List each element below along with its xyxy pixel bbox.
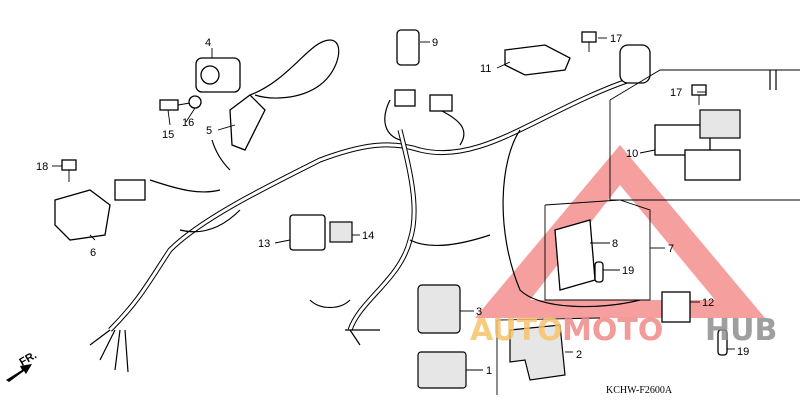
relay-socket-14 [329,221,353,243]
starter-relay [619,44,651,84]
part-label-5: 5 [206,125,212,137]
part-label-17: 17 [670,87,682,99]
unit-3 [417,284,461,334]
bolt-17a [581,31,597,52]
part-label-18: 18 [36,161,48,173]
group-bracket-2 [496,317,601,395]
part-label-11: 11 [480,63,491,75]
bolt-18 [61,159,77,182]
part-label-19: 19 [737,346,749,358]
fuse-box-8 [554,219,596,291]
direction-label: FR. [18,349,39,368]
watermark-text-auto: AUTO [470,313,563,348]
group-bracket-10 [609,69,800,201]
part-label-3: 3 [476,306,482,318]
part-label-19: 19 [622,265,634,277]
relay-box-10 [654,109,741,181]
part-label-14: 14 [362,230,374,242]
part-label-15: 15 [162,129,174,141]
watermark-text-moto: MOTO [562,313,663,348]
regulator-rectifier [54,189,111,241]
ignition-coil [195,57,241,93]
connector-regulator [114,179,146,201]
main-wire-harness [89,39,777,373]
watermark-triangle-icon [475,145,765,318]
cover-2 [509,324,566,381]
part-label-16: 16 [182,117,194,129]
bolt-15 [159,99,191,111]
part-label-4: 4 [205,37,211,49]
connector-12 [661,291,691,323]
drawing-code: KCHW-F2600A [606,385,673,396]
cover-1 [417,351,467,389]
group-bracket-7 [544,199,651,301]
front-direction-arrow-icon [6,364,32,382]
part-label-12: 12 [702,297,714,309]
part-label-9: 9 [432,37,438,49]
fuse-19a [594,261,604,283]
leader-lines [52,37,735,371]
bolt-17b [691,84,707,105]
part-label-10: 10 [626,148,638,160]
watermark-logo [475,145,765,318]
part-label-2: 2 [576,349,582,361]
unit-11 [504,44,571,76]
watermark-text-hub: HUB [705,313,777,348]
fuse-19b [717,329,728,356]
spark-plug-cap [229,94,266,151]
part-label-6: 6 [90,247,96,259]
washer-16 [188,95,202,109]
part-label-7: 7 [668,243,674,255]
part-label-17: 17 [610,33,622,45]
part-label-1: 1 [486,365,492,377]
watermark-text: AUTO MOTO HUB [470,313,777,348]
connector-9 [394,89,453,112]
part-label-8: 8 [612,238,618,250]
resistor-9 [396,29,420,66]
part-label-13: 13 [258,238,270,250]
relay-13 [289,214,326,251]
